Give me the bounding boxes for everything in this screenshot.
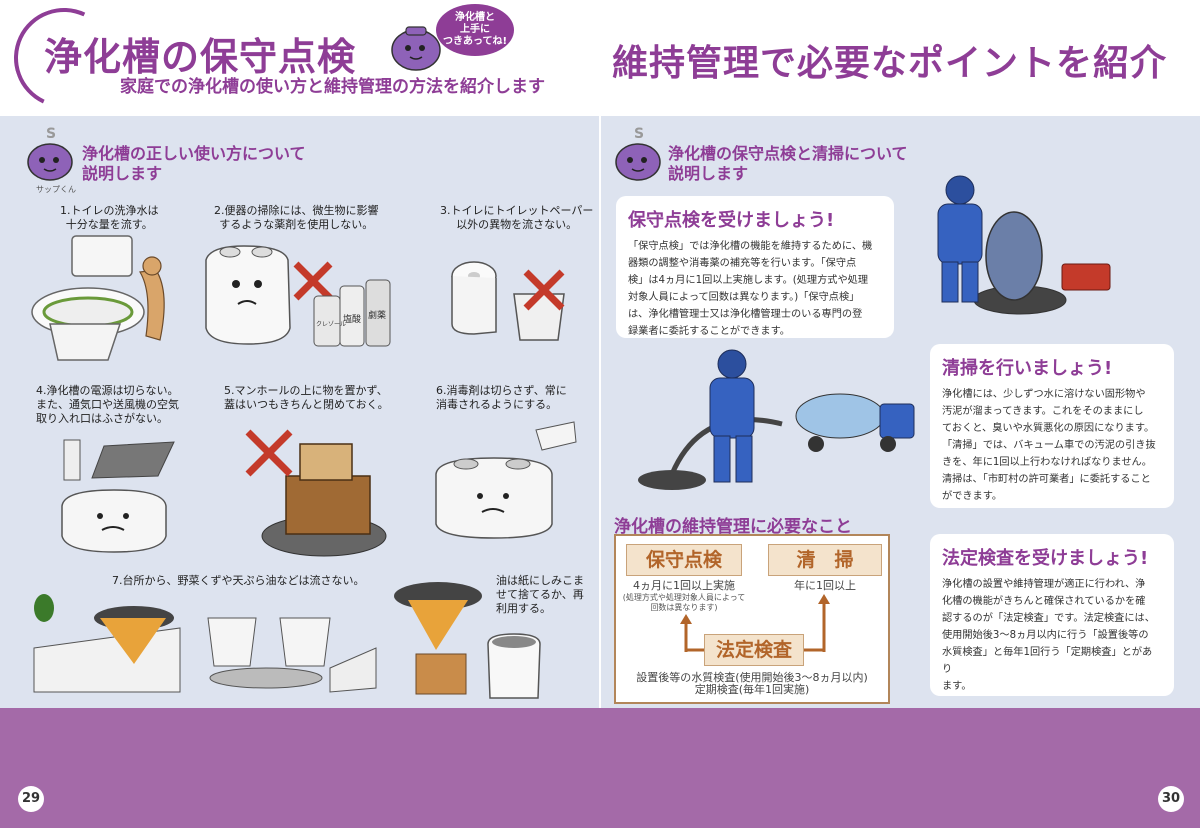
- page-number-right: 30: [1158, 786, 1184, 812]
- inspection-card-body: 「保守点検」では浄化槽の機能を維持するために、機 器類の調整や消毒薬の補充等を行…: [628, 241, 873, 337]
- mascot-name: サップくん: [36, 185, 76, 194]
- mascot-icon: [391, 26, 441, 71]
- rule-item-8: 油は紙にしみこませて捨てるか、再利用する。: [496, 574, 584, 615]
- rule-item-1: 1.トイレの洗浄水は十分な量を流す。: [60, 204, 159, 231]
- arrows: [680, 594, 830, 652]
- box-inspection-note: (処理方式や処理対象人員によって 回数は異なります): [622, 593, 746, 612]
- inspection-card: 保守点検を受けましょう! 「保守点検」では浄化槽の機能を維持するために、機 器類…: [616, 196, 894, 338]
- disinfectant-tank-illustration: [435, 421, 577, 539]
- kitchen-sink-illustration: [33, 594, 377, 693]
- manhole-boxes-illustration: [245, 429, 387, 557]
- cleaning-card-body: 浄化槽には、少しずつ水に溶けない固形物や 汚泥が溜まってきます。これをそのままに…: [942, 389, 1156, 502]
- rule-item-7: 7.台所から、野菜くずや天ぷら油などは流さない。: [112, 574, 365, 587]
- box-legal-inspection: 法定検査: [704, 634, 804, 666]
- maintenance-title: 浄化槽の維持管理に必要なこと: [614, 517, 852, 537]
- rule-item-5: 5.マンホールの上に物を置かず、蓋はいつもきちんと閉めておく。: [224, 384, 389, 411]
- box-inspection: 保守点検: [626, 544, 742, 576]
- bottle-label-poison: 劇薬: [368, 309, 386, 321]
- manhole-worker-illustration: [937, 175, 1111, 315]
- page-title: 浄化槽の保守点検: [44, 35, 357, 79]
- mascot-letter: S: [46, 126, 56, 142]
- septic-tank-vent-illustration: [61, 439, 175, 553]
- rule-item-4: 4.浄化槽の電源は切らない。また、通気口や送風機の空気取り入れ口はふさがない。: [36, 384, 179, 425]
- box-legal-inspection-detail: 設置後等の水質検査(使用開始後3〜8ヵ月以内) 定期検査(毎年1回実施): [636, 671, 868, 696]
- bottle-label-cresol: クレゾール: [316, 321, 346, 328]
- legal-inspection-card: 法定検査を受けましょう! 浄化槽の設置や維持管理が適正に行われ、浄 化槽の機能が…: [930, 534, 1174, 696]
- chemicals-illustration: クレゾール 塩酸 劇薬: [205, 245, 391, 347]
- right-section-title: 浄化槽の保守点検と清掃について 説明します: [668, 144, 908, 183]
- bottle-label-hcl: 塩酸: [343, 313, 361, 325]
- vacuum-truck-illustration: [638, 349, 915, 490]
- rule-item-6: 6.消毒剤は切らさず、常に消毒されるようにする。: [436, 384, 567, 411]
- mascot-letter: S: [634, 126, 644, 142]
- inspection-card-title: 保守点検を受けましょう!: [628, 210, 835, 231]
- box-cleaning: 清 掃: [768, 544, 882, 576]
- maintenance-diagram: 保守点検 4ヵ月に1回以上実施 (処理方式や処理対象人員によって 回数は異なりま…: [614, 534, 890, 704]
- mascot-icon: S: [615, 126, 661, 181]
- legal-inspection-card-body: 浄化槽の設置や維持管理が適正に行われ、浄 化槽の機能がきちんと確保されているかを…: [942, 579, 1155, 692]
- oil-disposal-illustration: [394, 582, 541, 699]
- page-subtitle: 家庭での浄化槽の使い方と維持管理の方法を紹介します: [120, 77, 545, 97]
- toilet-illustration: [31, 235, 165, 361]
- page-number-left: 29: [18, 786, 44, 812]
- cleaning-card: 清掃を行いましょう! 浄化槽には、少しずつ水に溶けない固形物や 汚泥が溜まってき…: [930, 344, 1174, 508]
- box-inspection-frequency: 4ヵ月に1回以上実施: [633, 579, 735, 592]
- cleaning-card-title: 清掃を行いましょう!: [942, 358, 1113, 379]
- right-page-title: 維持管理で必要なポイントを紹介: [612, 43, 1168, 84]
- rule-item-2: 2.便器の掃除には、微生物に影響するような薬剤を使用しない。: [214, 204, 379, 231]
- speech-bubble: 浄化槽と 上手に つきあってね!: [436, 4, 514, 56]
- box-cleaning-frequency: 年に1回以上: [794, 579, 856, 592]
- legal-inspection-card-title: 法定検査を受けましょう!: [942, 548, 1149, 569]
- left-section-title: 浄化槽の正しい使い方について 説明します: [82, 144, 306, 183]
- footer-bar: [0, 708, 1200, 828]
- toilet-paper-illustration: [451, 261, 565, 341]
- rule-item-3: 3.トイレにトイレットペーパー以外の異物を流さない。: [440, 204, 594, 231]
- page-divider: [599, 116, 601, 708]
- mascot-icon: S: [27, 126, 73, 181]
